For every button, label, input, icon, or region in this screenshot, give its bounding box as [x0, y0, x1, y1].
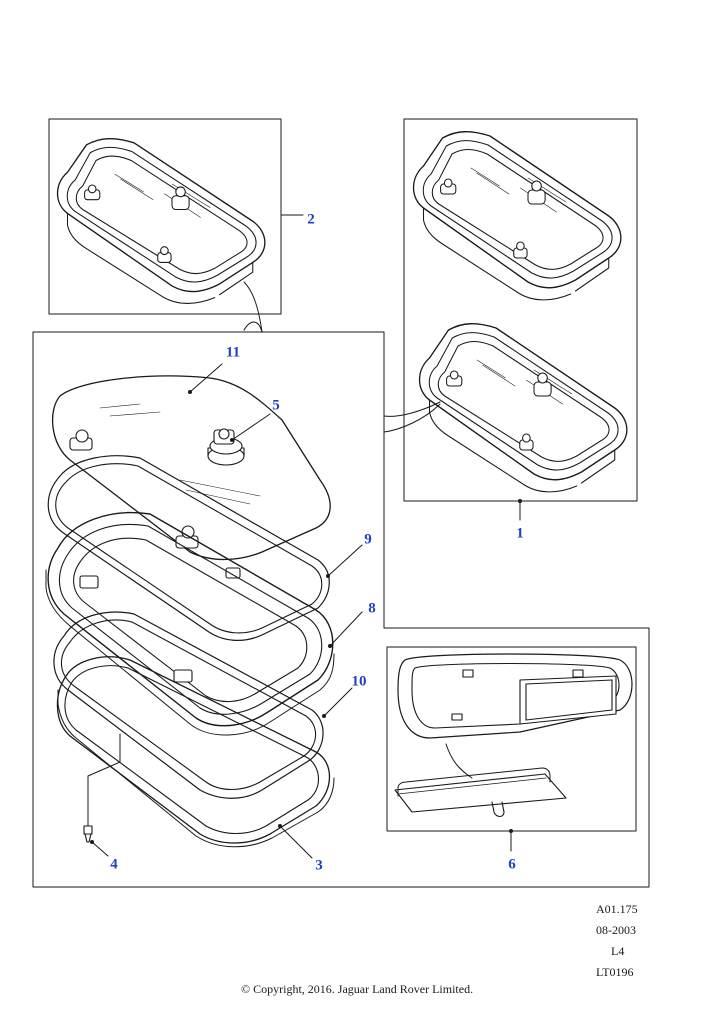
glass-pane — [51, 375, 331, 561]
callout-8: 8 — [368, 600, 376, 617]
callout-2: 2 — [307, 211, 315, 228]
seal-9 — [47, 455, 330, 641]
callout-1: 1 — [516, 525, 524, 542]
catch-assembly — [207, 428, 245, 466]
copyright-text: © Copyright, 2016. Jaguar Land Rover Lim… — [241, 982, 474, 996]
callout-6: 6 — [508, 856, 516, 873]
illustration-code: LT0196 — [596, 965, 634, 979]
callout-3: 3 — [315, 857, 323, 874]
drawing-date: 08-2003 — [596, 923, 636, 937]
exploded-view-frame — [32, 331, 650, 888]
screw-icon — [83, 825, 93, 843]
callout-5: 5 — [272, 397, 280, 414]
item-2-box — [48, 118, 282, 315]
callout-10: 10 — [351, 673, 367, 690]
model-code: L4 — [611, 944, 625, 958]
drawing-reference: A01.175 — [596, 902, 638, 916]
callout-11: 11 — [225, 344, 241, 361]
seal-10 — [53, 611, 324, 799]
callout-9: 9 — [364, 531, 372, 548]
trim-ring-3 — [56, 656, 330, 844]
frame-8 — [47, 511, 334, 727]
callout-4: 4 — [110, 856, 118, 873]
